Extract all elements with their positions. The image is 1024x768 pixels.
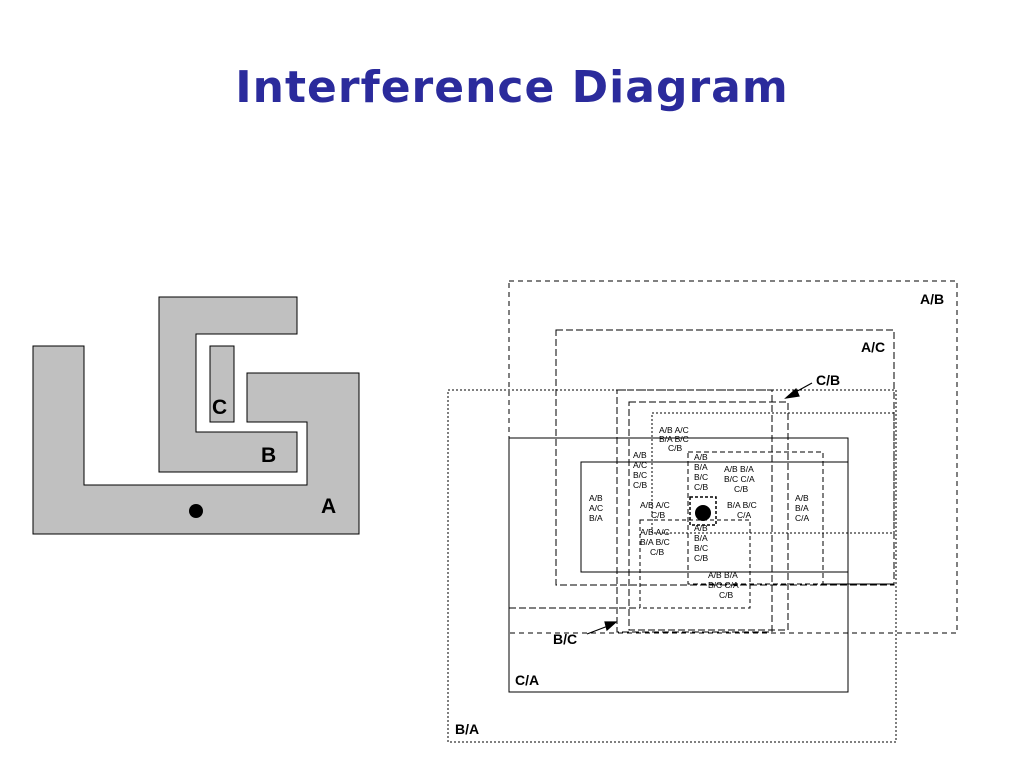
page-title: Interference Diagram bbox=[235, 62, 789, 113]
small-label: B/C bbox=[633, 470, 647, 480]
obstacle-a bbox=[32, 345, 360, 535]
region-cb bbox=[616, 389, 773, 633]
small-label: C/A bbox=[795, 513, 810, 523]
label-b: B bbox=[261, 444, 276, 467]
small-label: C/A bbox=[737, 510, 752, 520]
label-region-ab: A/B bbox=[920, 291, 944, 307]
interference-regions bbox=[447, 280, 958, 743]
small-label: B/A B/C bbox=[727, 500, 757, 510]
small-label: B/C bbox=[694, 543, 708, 553]
small-label: A/B bbox=[795, 493, 809, 503]
region-inner-3 bbox=[580, 461, 849, 573]
region-inner-2 bbox=[687, 451, 824, 585]
label-region-cb: C/B bbox=[816, 372, 840, 388]
small-label: B/A bbox=[589, 513, 603, 523]
small-label: C/B bbox=[651, 510, 666, 520]
small-label: B/A bbox=[795, 503, 809, 513]
small-labels: A/B A/C B/A B/C C/B A/B A/C B/C C/B A/B … bbox=[589, 425, 810, 600]
small-label: C/B bbox=[694, 553, 709, 563]
center-reference-point bbox=[695, 505, 711, 521]
region-ca bbox=[508, 437, 849, 693]
obstacle-b bbox=[158, 296, 298, 473]
region-bc bbox=[628, 401, 789, 631]
region-inner-4 bbox=[639, 519, 751, 609]
label-region-bc: B/C bbox=[553, 631, 577, 647]
small-label: B/C C/A bbox=[708, 580, 739, 590]
small-label: B/C bbox=[694, 472, 708, 482]
small-label: C/B bbox=[633, 480, 648, 490]
small-label: B/A B/C bbox=[640, 537, 670, 547]
arrows bbox=[586, 382, 813, 635]
small-label: A/B A/C bbox=[640, 500, 670, 510]
small-label: A/B B/A bbox=[724, 464, 754, 474]
small-label: C/B bbox=[668, 443, 683, 453]
small-label: A/B A/C bbox=[659, 425, 689, 435]
small-label: B/A bbox=[694, 533, 708, 543]
small-label: C/B bbox=[719, 590, 734, 600]
small-label: B/A B/C bbox=[659, 434, 689, 444]
small-label: A/B B/A bbox=[708, 570, 738, 580]
small-label: C/B bbox=[694, 482, 709, 492]
small-label: C/B bbox=[650, 547, 665, 557]
label-c: C bbox=[212, 396, 227, 419]
obstacle-layout: C B A bbox=[32, 296, 360, 535]
small-label: A/B bbox=[694, 523, 708, 533]
label-region-ac: A/C bbox=[861, 339, 885, 355]
region-center bbox=[689, 496, 717, 526]
region-ac bbox=[555, 329, 895, 586]
small-label: A/B bbox=[633, 450, 647, 460]
small-label: A/C bbox=[633, 460, 647, 470]
small-label: A/B bbox=[694, 452, 708, 462]
label-region-ba: B/A bbox=[455, 721, 479, 737]
obstacle-c bbox=[209, 345, 235, 423]
small-label: A/B bbox=[589, 493, 603, 503]
label-region-ca: C/A bbox=[515, 672, 539, 688]
small-label: A/C bbox=[589, 503, 603, 513]
reference-point bbox=[189, 504, 203, 518]
small-label: C/B bbox=[734, 484, 749, 494]
label-a: A bbox=[321, 495, 336, 518]
small-label: A/B A/C bbox=[640, 527, 670, 537]
region-inner-1 bbox=[651, 412, 895, 534]
small-label: B/A bbox=[694, 462, 708, 472]
small-label: B/C C/A bbox=[724, 474, 755, 484]
